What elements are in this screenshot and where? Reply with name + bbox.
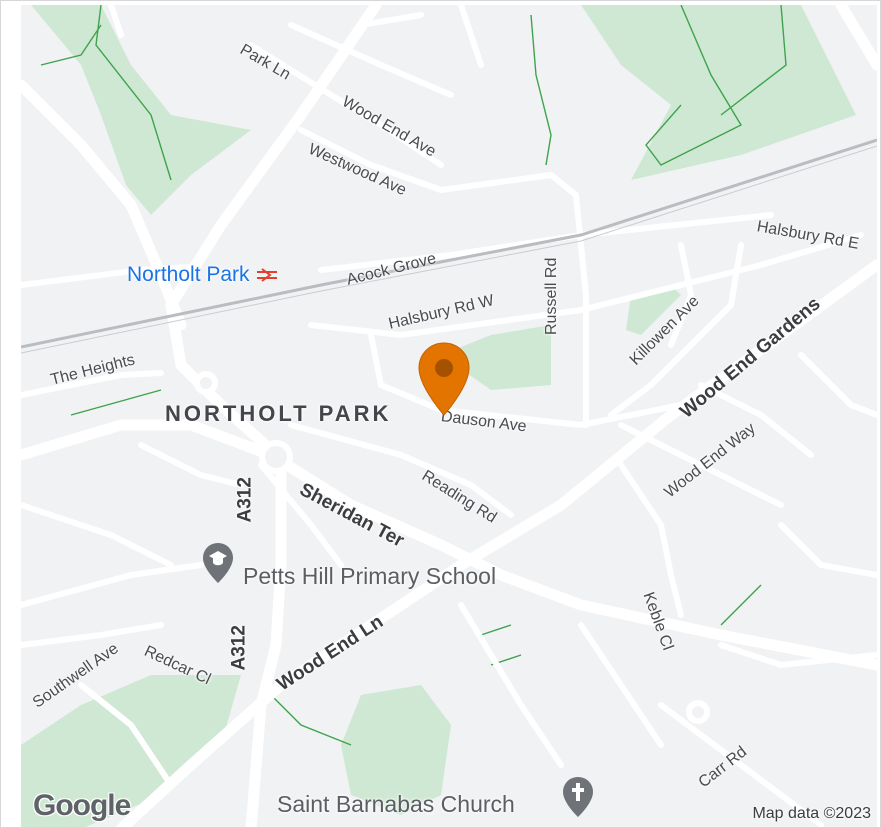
road-a312	[245, 444, 287, 827]
park-northwest	[31, 5, 251, 215]
map-attribution[interactable]: Map data ©2023	[752, 805, 871, 822]
map-pin-icon[interactable]	[417, 341, 471, 417]
national-rail-icon	[257, 268, 278, 282]
station-northolt-park[interactable]: Northolt Park	[127, 263, 278, 287]
poi-school[interactable]: Petts Hill Primary School	[243, 563, 497, 589]
map-base-layer	[21, 5, 877, 827]
railway	[21, 138, 877, 349]
google-logo: Google	[33, 789, 131, 822]
railway-ties	[21, 145, 877, 354]
poi-church[interactable]: Saint Barnabas Church	[277, 791, 515, 817]
park-southwest	[21, 675, 241, 827]
park-areas	[21, 5, 856, 827]
road-westward	[21, 419, 277, 461]
area-label: NORTHOLT PARK	[165, 401, 392, 426]
road-label-a312-south: A312	[228, 625, 250, 671]
park-paths	[40, 5, 787, 746]
main-roads	[21, 5, 877, 827]
road-northeast	[835, 5, 877, 71]
church-icon[interactable]	[561, 775, 595, 819]
station-label: Northolt Park	[127, 263, 250, 286]
road-west	[21, 79, 187, 331]
minor-roads	[21, 5, 877, 827]
park-south	[341, 685, 451, 815]
school-icon[interactable]	[201, 541, 235, 585]
road-label-a312-north: A312	[234, 477, 256, 523]
road-sheridan	[265, 449, 877, 671]
road-wood-end	[115, 259, 877, 827]
roundabouts	[194, 371, 710, 724]
park-northeast	[581, 5, 856, 180]
map-canvas[interactable]: Northolt Park NORTHOLT PARK Park Ln Wood…	[21, 5, 877, 827]
road-label-russell-rd: Russell Rd	[543, 257, 560, 335]
